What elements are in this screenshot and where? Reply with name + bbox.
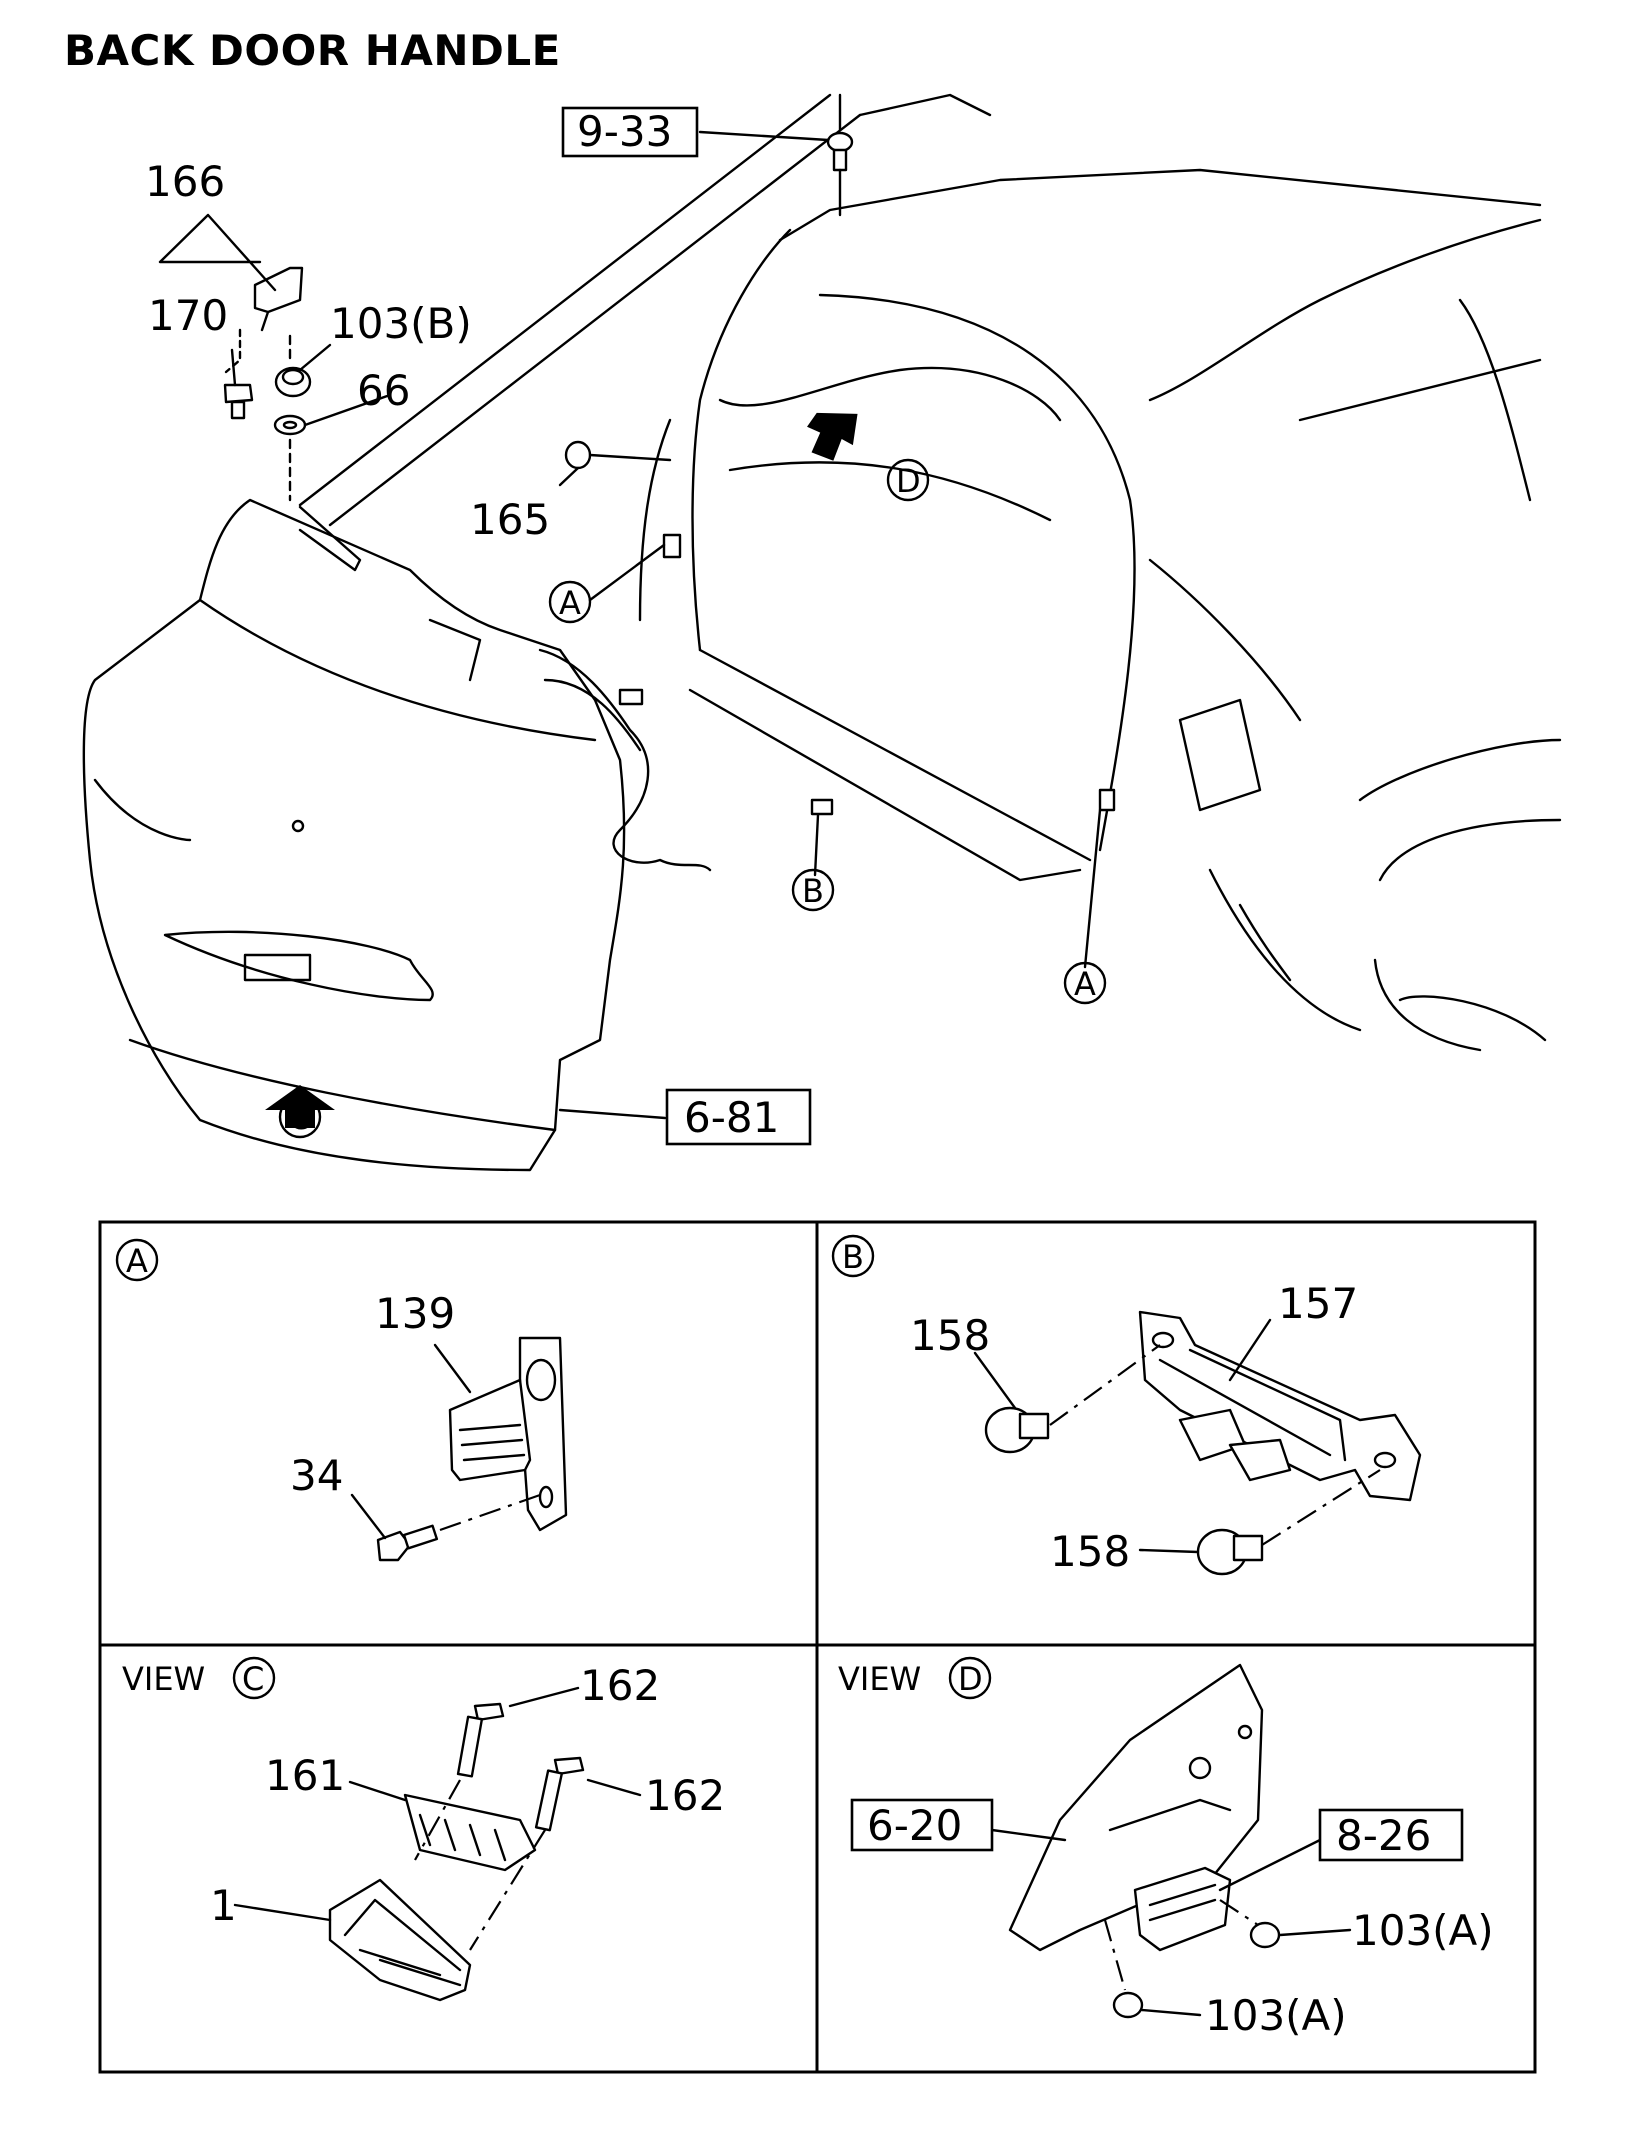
svg-text:C: C: [288, 1099, 310, 1137]
ref-box-8-26: [1318, 1808, 1464, 1862]
diagram-title: BACK DOOR HANDLE: [64, 26, 561, 75]
svg-text:B: B: [842, 1238, 864, 1276]
ref-box-6-81: [665, 1088, 812, 1146]
label-157: 157: [1278, 1279, 1358, 1328]
ref-8-26: 8-26: [1336, 1811, 1431, 1860]
label-103a-upper: 103(A): [1352, 1906, 1494, 1955]
panel-b: B 158 157 158: [831, 1234, 1422, 1576]
back-door: [82, 498, 712, 1172]
stay-bolt: [826, 93, 854, 217]
svg-text:D: D: [896, 462, 921, 500]
label-34: 34: [290, 1451, 343, 1500]
label-158-bottom: 158: [1050, 1527, 1130, 1576]
label-162-top: 162: [580, 1661, 660, 1710]
main-illustration: 9-33 6-81 166 170 103(B) 66 165 A B A C …: [82, 93, 1562, 1172]
view-c-prefix: VIEW: [122, 1660, 205, 1698]
marker-c: C: [278, 1095, 322, 1139]
svg-text:D: D: [958, 1660, 983, 1698]
label-103a-lower: 103(A): [1205, 1991, 1347, 2040]
marker-a-right: A: [1063, 961, 1107, 1005]
svg-text:A: A: [126, 1242, 148, 1280]
label-158-top: 158: [910, 1311, 990, 1360]
svg-text:A: A: [1074, 965, 1096, 1003]
label-139: 139: [375, 1289, 455, 1338]
ref-box-9-33: [561, 106, 699, 158]
svg-text:B: B: [802, 872, 824, 910]
ref-9-33: 9-33: [577, 107, 672, 156]
panel-c: VIEW C 162 161 162 1: [122, 1656, 725, 2002]
marker-d: D: [886, 458, 930, 502]
label-170: 170: [148, 291, 228, 340]
detail-panels: A 139 34 B: [98, 1220, 1537, 2074]
svg-text:A: A: [559, 584, 581, 622]
label-165: 165: [470, 495, 550, 544]
view-d-prefix: VIEW: [838, 1660, 921, 1698]
vehicle-body: [298, 93, 1562, 1052]
marker-b: B: [791, 868, 835, 912]
label-1: 1: [210, 1881, 237, 1930]
ref-6-81: 6-81: [684, 1093, 779, 1142]
hinge-hardware: [223, 266, 312, 502]
label-103b: 103(B): [330, 299, 472, 348]
panel-d: VIEW D 6-20 8-26 103(A): [838, 1656, 1494, 2040]
grommet-165: [564, 440, 592, 470]
ref-6-20: 6-20: [867, 1801, 962, 1850]
panel-a: A 139 34: [115, 1238, 568, 1562]
label-166: 166: [145, 157, 225, 206]
ref-box-6-20: [850, 1798, 994, 1852]
label-66: 66: [357, 366, 410, 415]
label-162-bottom: 162: [645, 1771, 725, 1820]
marker-a-left: A: [548, 580, 592, 624]
svg-text:C: C: [242, 1660, 264, 1698]
leader-lines-main: [158, 130, 1102, 1120]
label-161: 161: [265, 1751, 345, 1800]
